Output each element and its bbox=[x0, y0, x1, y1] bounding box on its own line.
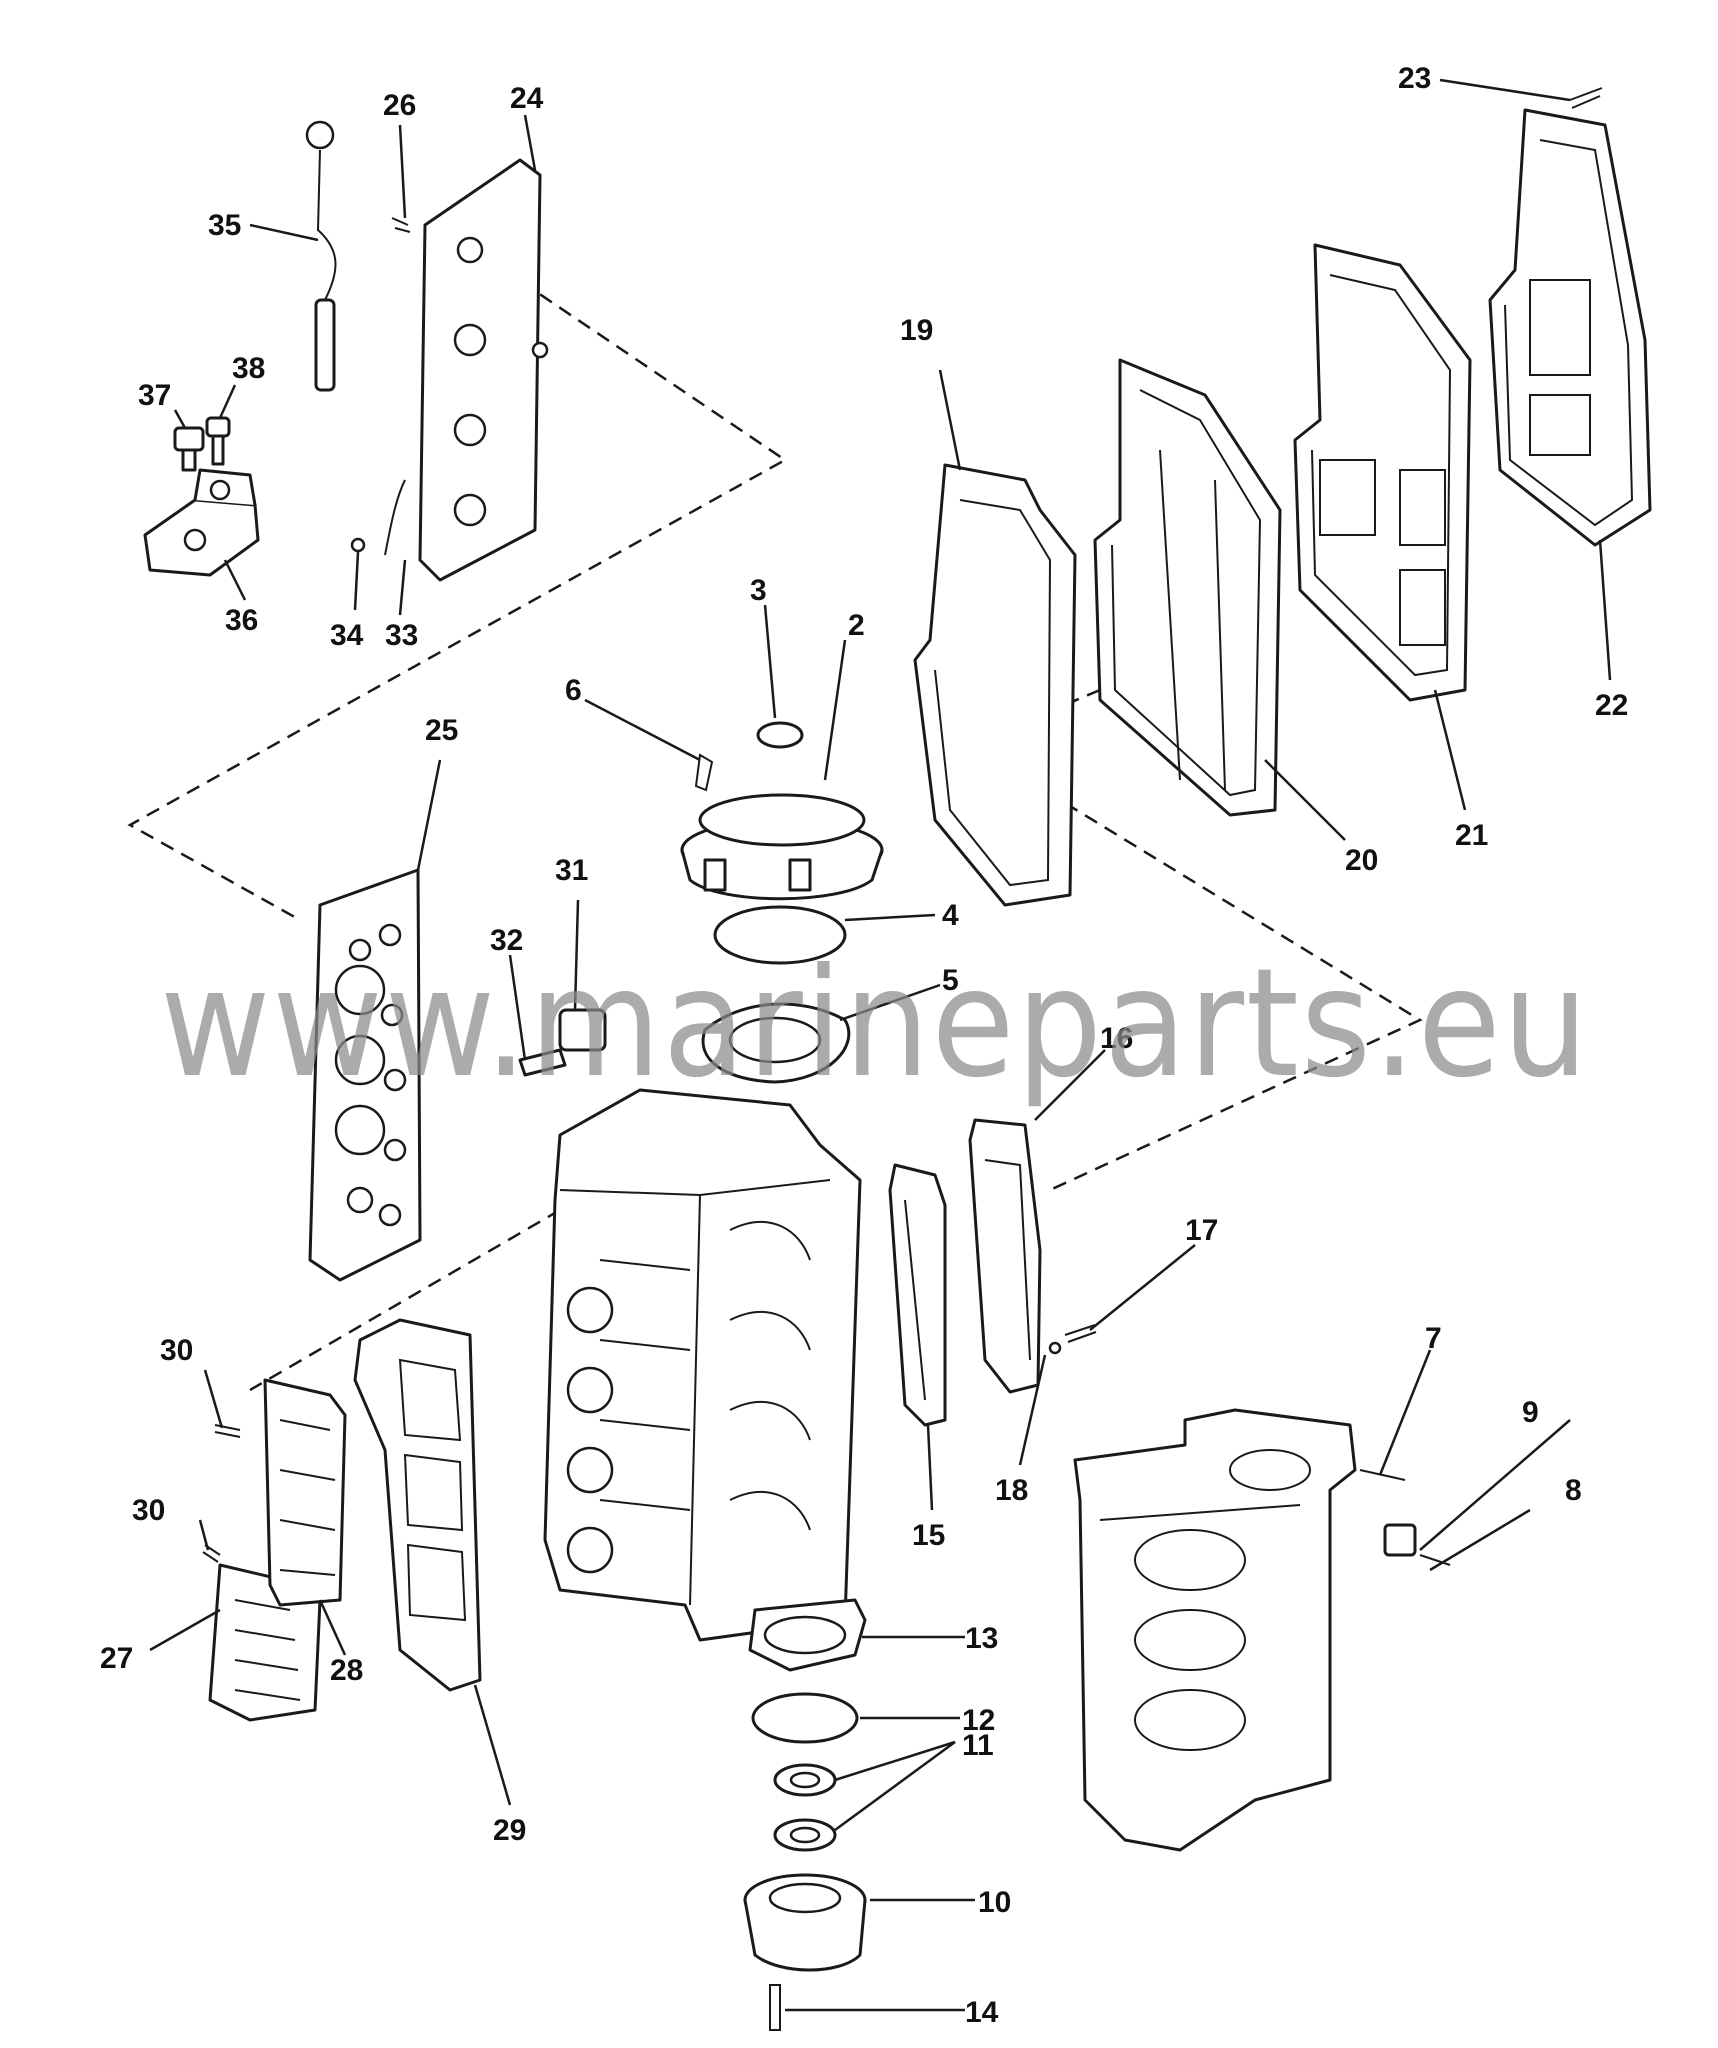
callout-26: 26 bbox=[383, 89, 416, 122]
callout-21: 21 bbox=[1455, 819, 1488, 852]
callout-16: 16 bbox=[1100, 1022, 1133, 1055]
callout-20: 20 bbox=[1345, 844, 1378, 877]
part-17-screw bbox=[1064, 1324, 1097, 1343]
callout-33: 33 bbox=[385, 619, 418, 652]
callout-27: 27 bbox=[100, 1642, 133, 1675]
callout-4: 4 bbox=[942, 899, 959, 932]
callout-28: 28 bbox=[330, 1654, 363, 1687]
callout-19: 19 bbox=[900, 314, 933, 347]
part-37-38-bolts bbox=[173, 416, 231, 472]
callout-6: 6 bbox=[565, 674, 582, 707]
callout-17: 17 bbox=[1185, 1214, 1218, 1247]
part-25-gasket bbox=[308, 868, 422, 1282]
callout-38: 38 bbox=[232, 352, 265, 385]
callout-14: 14 bbox=[965, 1996, 999, 2029]
leader-lines bbox=[149, 78, 1612, 2012]
part-36-bracket bbox=[143, 468, 260, 577]
part-35-sensor-wire bbox=[305, 120, 337, 392]
part-30-screw-upper bbox=[214, 1424, 241, 1438]
part-31-32-fitting bbox=[518, 1008, 607, 1077]
callout-29: 29 bbox=[493, 1814, 526, 1847]
callout-36: 36 bbox=[225, 604, 258, 637]
part-28-reed-plate bbox=[263, 1378, 347, 1607]
part-12-o-ring bbox=[751, 1692, 859, 1744]
part-26-screw bbox=[391, 217, 411, 233]
part-33-clip bbox=[384, 479, 406, 556]
part-13-gasket bbox=[748, 1598, 867, 1672]
part-15-strip bbox=[888, 1163, 947, 1427]
part-11-seals bbox=[773, 1763, 837, 1852]
callout-22: 22 bbox=[1595, 689, 1628, 722]
callout-8: 8 bbox=[1565, 1474, 1582, 1507]
part-20-plate bbox=[1093, 358, 1282, 817]
part-10-housing bbox=[743, 1873, 867, 1972]
callout-9: 9 bbox=[1522, 1396, 1539, 1429]
callout-30-upper: 30 bbox=[160, 1334, 193, 1367]
part-7-8-9-fitting bbox=[1359, 1469, 1451, 1566]
callout-23: 23 bbox=[1398, 62, 1431, 95]
intake-manifold bbox=[1073, 1408, 1357, 1852]
callout-32: 32 bbox=[490, 924, 523, 957]
part-5-gasket bbox=[701, 1002, 851, 1084]
part-29-gasket bbox=[353, 1318, 482, 1692]
part-34-washer bbox=[350, 537, 366, 553]
callout-11: 11 bbox=[962, 1729, 994, 1762]
part-3-seal bbox=[756, 721, 804, 749]
part-19-plate bbox=[913, 463, 1077, 907]
callout-12: 12 bbox=[962, 1704, 995, 1737]
part-30-screw-lower bbox=[202, 1544, 221, 1563]
part-18-washer bbox=[1048, 1341, 1062, 1355]
part-16-plate bbox=[968, 1118, 1042, 1394]
callout-24: 24 bbox=[510, 82, 544, 115]
callout-3: 3 bbox=[750, 574, 767, 607]
callout-7: 7 bbox=[1425, 1322, 1442, 1355]
part-2-bearing-housing bbox=[680, 793, 884, 901]
part-24-cover-plate bbox=[418, 158, 549, 582]
part-14-screw bbox=[769, 1984, 781, 2031]
cylinder-block bbox=[543, 1088, 862, 1642]
callout-34: 34 bbox=[330, 619, 364, 652]
callout-2: 2 bbox=[848, 609, 865, 642]
callout-5: 5 bbox=[942, 964, 959, 997]
callout-labels: 2 3 4 5 6 7 8 9 10 11 12 13 14 15 16 17 … bbox=[100, 62, 1628, 2029]
callout-35: 35 bbox=[208, 209, 241, 242]
watermark-text: www.marineparts.eu bbox=[160, 937, 1590, 1111]
callout-37: 37 bbox=[138, 379, 171, 412]
part-23-screw bbox=[1569, 87, 1603, 109]
callout-25: 25 bbox=[425, 714, 458, 747]
callout-30-lower: 30 bbox=[132, 1494, 165, 1527]
part-6-screw bbox=[694, 753, 714, 792]
callout-31: 31 bbox=[555, 854, 588, 887]
callout-18: 18 bbox=[995, 1474, 1028, 1507]
callout-13: 13 bbox=[965, 1622, 998, 1655]
callout-15: 15 bbox=[912, 1519, 945, 1552]
callout-10: 10 bbox=[978, 1886, 1011, 1919]
part-22-cover bbox=[1488, 108, 1652, 547]
part-21-gasket bbox=[1293, 243, 1472, 702]
part-4-o-ring bbox=[713, 905, 847, 965]
